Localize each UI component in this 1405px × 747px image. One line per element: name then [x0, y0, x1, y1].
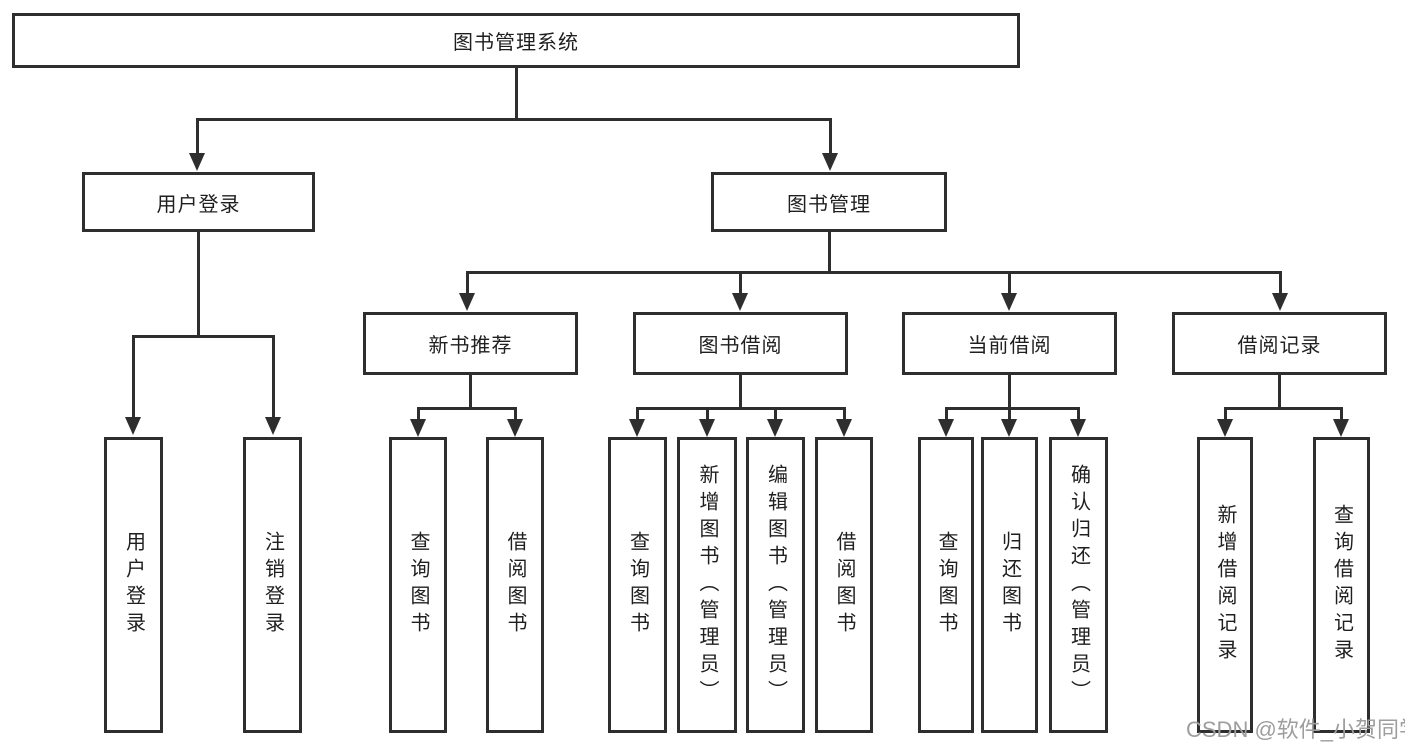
connector-line: [636, 407, 846, 410]
connector-line: [739, 375, 742, 407]
leaf-logout: 注销登录: [243, 437, 302, 733]
arrow-down-icon: [1070, 419, 1086, 437]
arrow-down-icon: [410, 419, 426, 437]
csdn-watermark: CSDN @软件_小贺同学: [1186, 717, 1405, 742]
connector-line: [1008, 271, 1011, 296]
connector-line: [706, 407, 709, 423]
connector-line: [829, 118, 832, 156]
arrow-down-icon: [507, 419, 523, 437]
connector-line: [132, 335, 135, 419]
leaf-query-books-recommend: 查询图书: [389, 437, 447, 733]
connector-line: [132, 335, 274, 338]
connector-line: [1008, 407, 1011, 423]
connector-line: [196, 118, 199, 156]
node-label: 新书推荐: [428, 335, 513, 357]
arrow-down-icon: [732, 293, 748, 311]
connector-line: [636, 407, 639, 423]
node-label: 新增图书（管理员）: [696, 463, 718, 707]
connector-line: [197, 232, 200, 335]
node-label: 确认归还（管理员）: [1067, 463, 1090, 707]
node-label: 查询图书: [626, 531, 649, 639]
connector-line: [843, 407, 846, 423]
arrow-down-icon: [1001, 419, 1017, 437]
connector-line: [272, 335, 275, 419]
node-book-borrowing: 图书借阅: [633, 312, 848, 375]
arrow-down-icon: [1217, 419, 1233, 437]
leaf-borrow-books-recommend: 借阅图书: [486, 437, 544, 733]
connector-line: [1008, 375, 1011, 407]
leaf-query-books-current: 查询图书: [918, 437, 974, 733]
arrow-down-icon: [836, 419, 852, 437]
node-label: 图书借阅: [698, 335, 783, 357]
leaf-user-login: 用户登录: [104, 437, 163, 733]
node-label: 查询图书: [407, 531, 429, 639]
arrow-down-icon: [629, 419, 645, 437]
connector-line: [739, 271, 742, 296]
node-borrowing-records: 借阅记录: [1172, 312, 1387, 375]
node-label: 借阅记录: [1237, 335, 1322, 357]
connector-line: [1077, 407, 1080, 423]
arrow-down-icon: [125, 417, 141, 435]
connector-line: [466, 271, 469, 296]
connector-line: [774, 407, 777, 423]
node-label: 用户登录: [122, 531, 145, 639]
node-label: 新增借阅记录: [1214, 504, 1236, 666]
arrow-down-icon: [1333, 419, 1349, 437]
connector-line: [1278, 375, 1281, 407]
arrow-down-icon: [767, 419, 783, 437]
arrow-down-icon: [459, 293, 475, 311]
connector-line: [466, 271, 1281, 274]
leaf-query-books-borrowing: 查询图书: [608, 437, 667, 733]
arrow-down-icon: [699, 419, 715, 437]
connector-line: [828, 232, 831, 271]
node-new-book-recommend: 新书推荐: [363, 312, 578, 375]
connector-line: [1224, 407, 1342, 410]
leaf-query-borrow-record: 查询借阅记录: [1313, 437, 1370, 733]
leaf-confirm-return-admin: 确认归还（管理员）: [1049, 437, 1108, 733]
connector-line: [515, 68, 518, 118]
node-label: 注销登录: [261, 531, 284, 639]
connector-line: [417, 407, 420, 423]
connector-line: [945, 407, 948, 423]
node-label: 借阅图书: [504, 531, 526, 639]
arrow-down-icon: [265, 417, 281, 435]
connector-line: [514, 407, 517, 423]
node-book-management: 图书管理: [711, 172, 947, 232]
node-label: 图书管理系统: [453, 32, 579, 54]
connector-line: [196, 118, 831, 121]
arrow-down-icon: [1272, 293, 1288, 311]
node-label: 当前借阅: [967, 335, 1052, 357]
leaf-borrow-books: 借阅图书: [815, 437, 873, 733]
arrow-down-icon: [1001, 293, 1017, 311]
node-label: 查询借阅记录: [1330, 504, 1353, 666]
node-root: 图书管理系统: [12, 13, 1020, 68]
connector-line: [469, 375, 472, 407]
connector-line: [945, 407, 1080, 410]
node-label: 用户登录: [156, 193, 241, 216]
node-label: 编辑图书（管理员）: [764, 463, 787, 707]
node-label: 图书管理: [787, 193, 871, 216]
leaf-return-books: 归还图书: [981, 437, 1038, 733]
leaf-add-borrow-record: 新增借阅记录: [1197, 437, 1253, 733]
arrow-down-icon: [822, 153, 838, 171]
node-label: 归还图书: [998, 531, 1021, 639]
node-user-login: 用户登录: [82, 172, 315, 232]
node-label: 借阅图书: [833, 531, 855, 639]
leaf-add-books-admin: 新增图书（管理员）: [677, 437, 737, 733]
node-label: 查询图书: [935, 531, 957, 639]
connector-line: [417, 407, 517, 410]
leaf-edit-books-admin: 编辑图书（管理员）: [746, 437, 805, 733]
connector-line: [1340, 407, 1343, 423]
connector-line: [1224, 407, 1227, 423]
arrow-down-icon: [189, 153, 205, 171]
arrow-down-icon: [938, 419, 954, 437]
connector-line: [1279, 271, 1282, 296]
node-current-borrowing: 当前借阅: [902, 312, 1117, 375]
